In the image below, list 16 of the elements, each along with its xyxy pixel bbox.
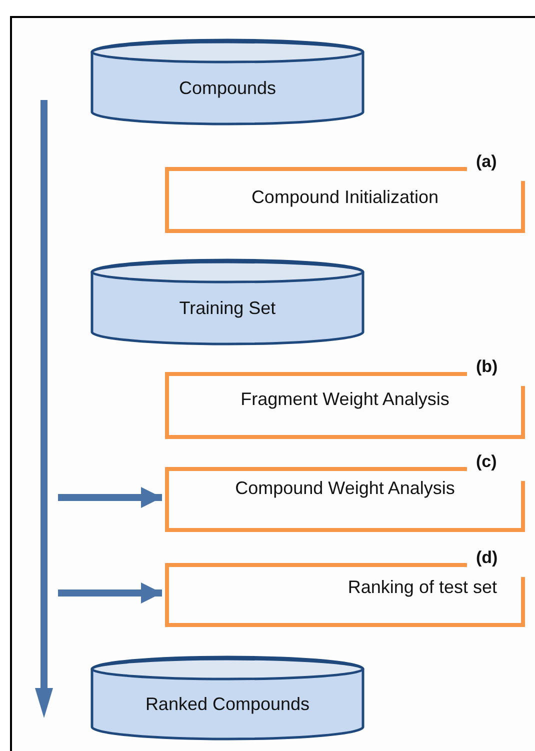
- step-label: Compound Initialization: [250, 187, 440, 208]
- arrow: [58, 487, 162, 508]
- step-label: Fragment Weight Analysis: [240, 389, 450, 410]
- step-letter: (a): [476, 152, 497, 172]
- database-cylinder: [90, 258, 365, 346]
- data-label: Ranked Compounds: [144, 694, 311, 715]
- step-letter: (b): [476, 357, 498, 377]
- data-label: Training Set: [178, 298, 277, 319]
- database-cylinder: [90, 38, 365, 126]
- data-label: Compounds: [178, 78, 278, 99]
- step-label: Compound Weight Analysis: [234, 478, 456, 499]
- step-letter: (c): [476, 452, 497, 472]
- database-cylinder: [90, 655, 365, 741]
- step-label: Ranking of test set: [348, 577, 497, 598]
- step-letter: (d): [476, 548, 498, 568]
- arrow: [58, 582, 162, 604]
